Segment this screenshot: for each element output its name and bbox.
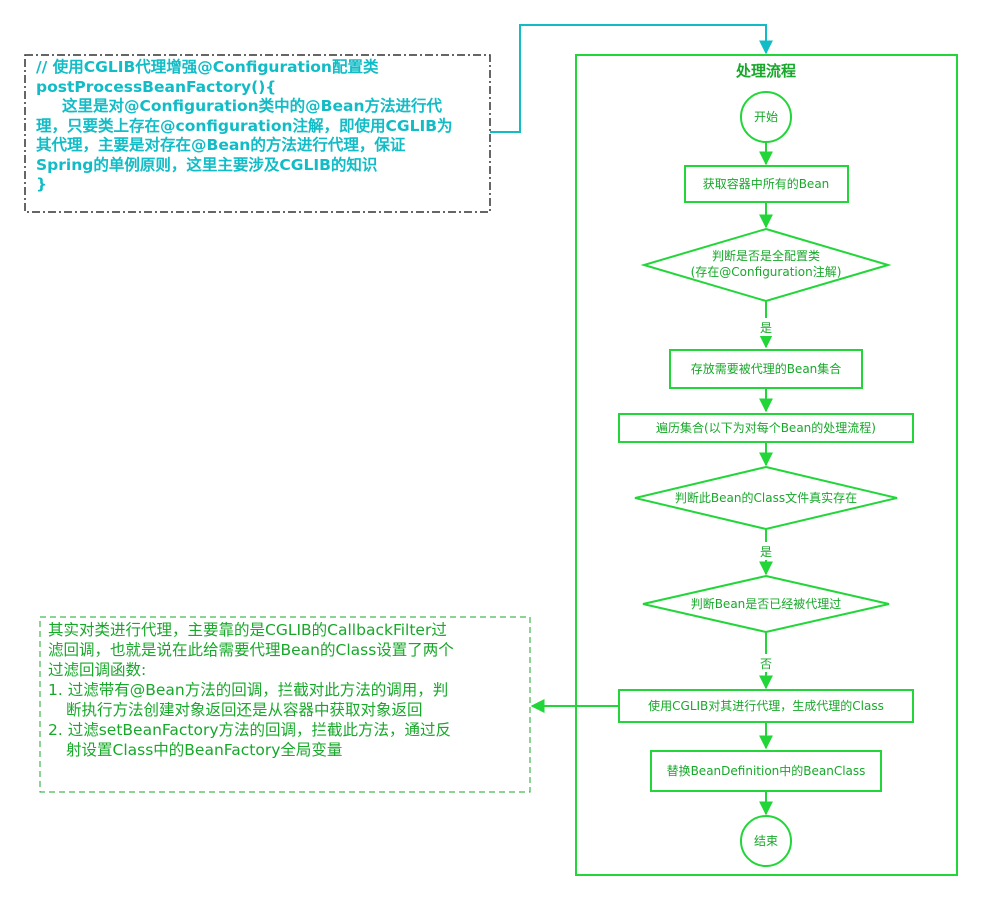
judge-proxied-label: 判断Bean是否已经被代理过 [691,596,842,611]
end-node-label: 结束 [754,834,778,848]
code-note-box [24,54,491,213]
explain-note-line: 1. 过滤带有@Bean方法的回调，拦截对此方法的调用，判 [48,681,449,699]
code-note-line: 其代理，主要是对存在@Bean的方法进行代理，保证 [36,136,406,154]
cglib-proxy-label: 使用CGLIB对其进行代理，生成代理的Class [648,698,884,713]
iterate-label: 遍历集合(以下为对每个Bean的处理流程) [656,420,876,435]
edge-label-yes-2: 是 [760,545,772,559]
store-set-node[interactable] [669,349,863,389]
code-note-line: 这里是对@Configuration类中的@Bean方法进行代 [62,97,443,115]
explain-note: 其实对类进行代理，主要靠的是CGLIB的CallbackFilter过 滤回调，… [48,620,528,760]
replace-class-node[interactable] [650,750,882,792]
panel-title: 处理流程 [735,62,796,80]
get-beans-label: 获取容器中所有的Bean [703,176,830,191]
iterate-node[interactable] [618,413,914,443]
code-note-line: Spring的单例原则，这里主要涉及CGLIB的知识 [36,155,378,174]
code-note-line: // 使用CGLIB代理增强@Configuration配置类 [36,58,379,76]
edge-label-no-1: 否 [760,657,772,671]
explain-note-line: 其实对类进行代理，主要靠的是CGLIB的CallbackFilter过 [48,621,447,639]
code-note-line: postProcessBeanFactory(){ [36,77,277,96]
code-note-line: 理，只要类上存在@configuration注解，即使用CGLIB为 [36,116,453,135]
store-set-label: 存放需要被代理的Bean集合 [691,361,842,376]
explain-note-line: 滤回调，也就是说在此给需要代理Bean的Class设置了两个 [48,641,454,659]
judge-config-label-1: 判断是否是全配置类 [712,248,820,263]
judge-config-label-2: (存在@Configuration注解) [691,264,842,279]
explain-note-line: 断执行方法创建对象返回还是从容器中获取对象返回 [66,701,423,719]
replace-class-label: 替换BeanDefinition中的BeanClass [667,763,866,778]
code-note-connector [490,24,773,133]
judge-class-file-label: 判断此Bean的Class文件真实存在 [675,490,857,505]
explain-note-line: 2. 过滤setBeanFactory方法的回调，拦截此方法，通过反 [48,721,452,739]
edge-label-yes-1: 是 [760,321,772,335]
process-panel [575,54,958,876]
start-node-label: 开始 [754,110,778,124]
explain-note-line: 过滤回调函数: [48,661,147,679]
end-node[interactable] [740,815,792,867]
code-note: // 使用CGLIB代理增强@Configuration配置类 postProc… [36,58,486,195]
get-beans-node[interactable] [684,165,849,203]
explain-note-line: 射设置Class中的BeanFactory全局变量 [66,741,343,759]
code-note-line: } [36,175,48,193]
explain-note-box [39,616,531,793]
